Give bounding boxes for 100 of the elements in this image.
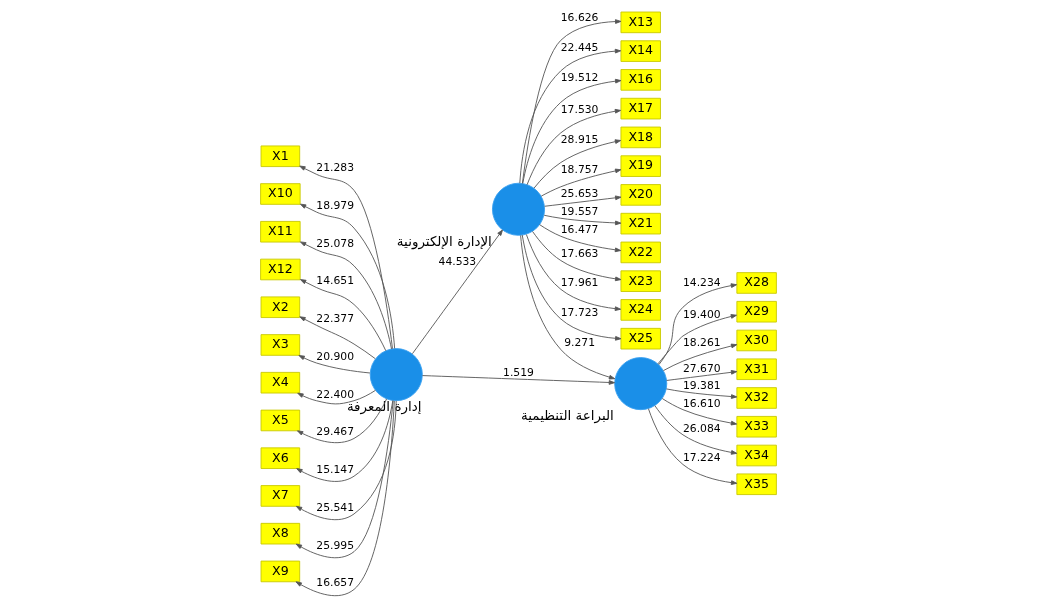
edge-label: 9.271 [564, 336, 596, 350]
node-box: X18 [620, 126, 661, 149]
arrow [521, 19, 622, 184]
node-label: الإدارة الإلكترونية [396, 233, 492, 250]
arrow [525, 234, 622, 311]
arrow [526, 108, 622, 186]
node-box: X22 [620, 241, 661, 264]
node-box: X5 [260, 409, 301, 432]
arrow [297, 398, 388, 444]
arrow [296, 400, 394, 482]
arrow [299, 165, 393, 350]
edge-label: 17.723 [560, 305, 599, 319]
edge-label: 21.283 [316, 161, 355, 175]
node-label: إدارة المعرفة [346, 398, 422, 415]
arrow [299, 241, 392, 350]
edge-label: 44.533 [438, 254, 477, 268]
node-box: X3 [260, 334, 301, 356]
edge-label: 19.381 [682, 378, 721, 392]
edge-label: 14.651 [316, 274, 355, 288]
node-box: X31 [736, 358, 777, 380]
arrow [663, 343, 738, 371]
arrow [540, 168, 622, 197]
node-box: X24 [620, 299, 661, 321]
arrow [533, 139, 622, 189]
edge-label: 17.663 [560, 247, 599, 261]
edge-label: 26.084 [682, 421, 721, 435]
arrow [299, 316, 376, 360]
arrow [422, 375, 616, 385]
edge-label: 17.961 [560, 276, 599, 290]
edge-label: 17.530 [560, 102, 599, 116]
node-box: X12 [260, 258, 301, 281]
node-box: X23 [620, 270, 661, 292]
arrow [532, 231, 622, 282]
node-box: X32 [736, 387, 777, 409]
node-box: X25 [620, 327, 661, 350]
node-box: X1 [260, 145, 301, 168]
arrow [521, 234, 622, 341]
node-box: X28 [736, 272, 777, 294]
arrow [520, 235, 616, 380]
edge-label: 17.224 [682, 451, 721, 465]
edge-label: 19.400 [682, 307, 721, 321]
arrow [295, 400, 394, 559]
edge-label: 19.512 [560, 71, 599, 85]
edge-label: 16.610 [682, 396, 721, 410]
node-box: X35 [736, 473, 777, 496]
arrow [661, 398, 738, 426]
node-box: X11 [260, 220, 301, 243]
edge-label: 25.541 [316, 500, 355, 514]
edge-label: 25.078 [316, 236, 355, 250]
node-box: X4 [260, 371, 301, 394]
edge-label: 14.234 [682, 276, 721, 290]
node-circle [369, 348, 423, 402]
node-box: X14 [620, 40, 661, 62]
edge-label: 27.670 [682, 361, 721, 375]
edge-label: 22.445 [560, 40, 599, 54]
node-box: X21 [620, 212, 661, 235]
arrow [658, 283, 738, 366]
node-label: البراعة التنظيمية [521, 407, 614, 424]
node-box: X33 [736, 415, 777, 438]
node-box: X9 [260, 560, 301, 583]
arrow [295, 400, 397, 521]
arrow [295, 400, 395, 597]
arrow [654, 405, 738, 455]
edge-label: 18.261 [682, 336, 721, 350]
node-box: X20 [620, 184, 661, 206]
edge-label: 1.519 [503, 366, 534, 380]
edge-label: 16.477 [560, 223, 599, 237]
node-box: X6 [260, 447, 301, 469]
node-box: X17 [620, 97, 661, 120]
node-box: X34 [736, 444, 777, 467]
edge-label: 22.377 [316, 312, 355, 326]
node-box: X8 [260, 522, 301, 545]
node-box: X10 [260, 183, 301, 205]
arrow [298, 355, 371, 374]
node-circle [614, 357, 668, 411]
arrow [539, 224, 622, 253]
arrow [647, 408, 738, 485]
edge-label: 25.653 [560, 187, 599, 201]
edge-label: 16.657 [316, 576, 355, 590]
edge-label: 15.147 [316, 463, 355, 477]
node-box: X2 [260, 296, 301, 318]
arrow [666, 370, 738, 381]
arrow [544, 195, 622, 207]
node-box: X16 [620, 69, 661, 91]
edge-label: 22.400 [316, 387, 355, 401]
arrow [300, 279, 387, 352]
node-box: X7 [260, 485, 301, 507]
node-box: X30 [736, 329, 777, 352]
edge-label: 18.757 [560, 162, 599, 176]
edge-label: 19.557 [560, 205, 599, 219]
edge-label: 16.626 [560, 11, 599, 25]
arrow [657, 314, 737, 365]
arrow [299, 203, 396, 349]
arrow [297, 389, 376, 405]
arrow [522, 78, 622, 184]
edge-label: 28.915 [560, 133, 599, 147]
arrow [519, 48, 622, 184]
node-box: X29 [736, 300, 777, 323]
edge-label: 20.900 [316, 349, 355, 363]
edge-label: 25.995 [316, 538, 355, 552]
